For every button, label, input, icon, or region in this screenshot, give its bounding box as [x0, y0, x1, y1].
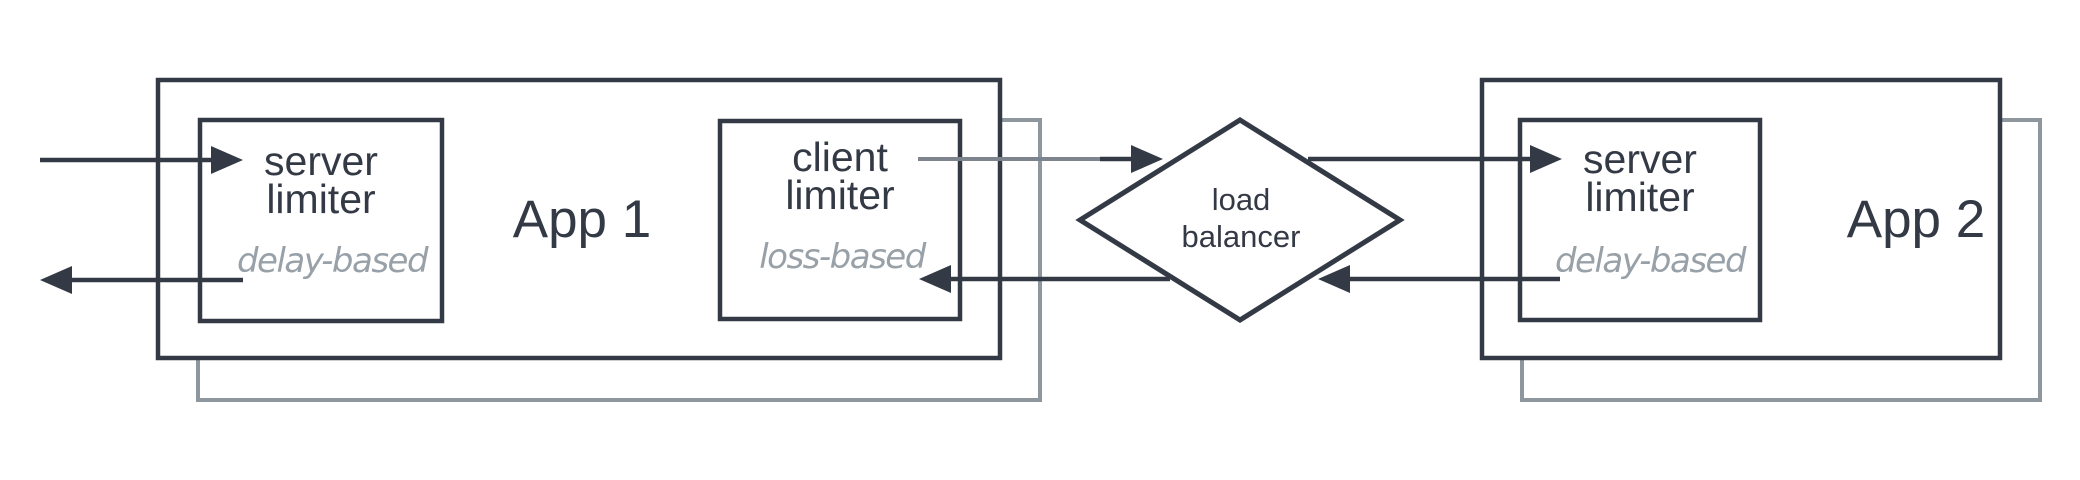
arrow-outbound-from-app1-server-limiter: [40, 266, 243, 294]
app1-client-limiter-label-line1: client: [792, 134, 888, 180]
app1-server-limiter-label-line1: server: [264, 138, 378, 184]
arrow-app1-client-to-load-balancer: [918, 145, 1163, 173]
arrow-app2-server-to-load-balancer: [1318, 265, 1560, 293]
app1-client-limiter-mode: loss-based: [759, 237, 926, 277]
arrow-load-balancer-to-app2-server-limiter: [1308, 145, 1562, 173]
arrow-inbound-to-app1-server-limiter: [40, 146, 243, 174]
app1-server-limiter-label-line2: limiter: [266, 176, 375, 222]
arrow-left-icon: [40, 266, 72, 294]
load-balancer-label-line2: balancer: [1182, 219, 1301, 254]
app2-title: App 2: [1847, 190, 1986, 249]
app1-server-limiter-box: [197, 117, 445, 324]
load-balancer-label-line1: load: [1212, 182, 1271, 217]
arrow-right-icon: [211, 146, 243, 174]
app1-client-limiter-label-line2: limiter: [785, 172, 894, 218]
app2-server-limiter-box: [1517, 117, 1763, 323]
app1-client-limiter-box: [717, 118, 963, 322]
arrow-left-icon: [919, 265, 951, 293]
load-balancer-diamond: [1075, 117, 1405, 323]
app1-title: App 1: [513, 190, 652, 249]
app2-server-limiter-label-line2: limiter: [1585, 174, 1694, 220]
app2-server-limiter-label-line1: server: [1583, 136, 1697, 182]
arrow-right-icon: [1530, 145, 1562, 173]
arrow-load-balancer-to-app1-client: [919, 265, 1170, 293]
arrow-left-icon: [1318, 265, 1350, 293]
app2-server-limiter-mode: delay-based: [1555, 241, 1747, 281]
arrow-right-icon: [1131, 145, 1163, 173]
app1-server-limiter-mode: delay-based: [237, 241, 429, 281]
